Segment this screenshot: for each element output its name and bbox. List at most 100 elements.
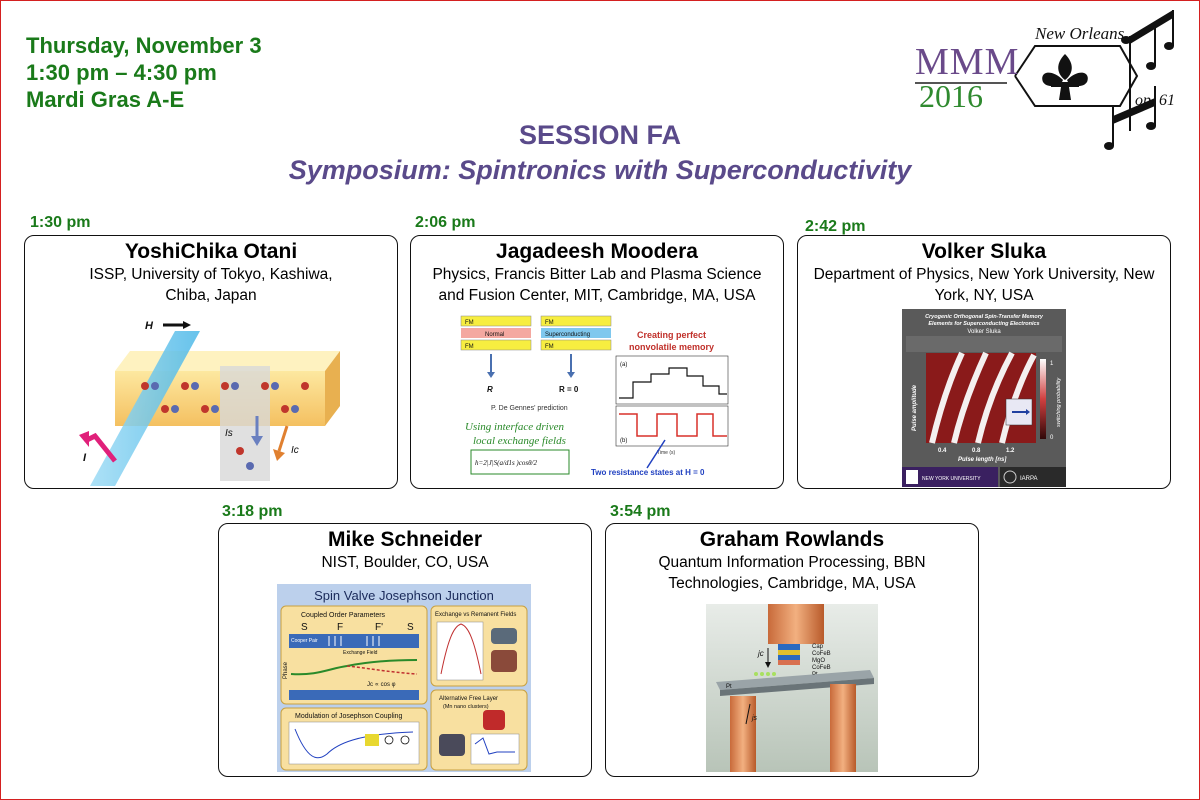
svg-text:Pt: Pt xyxy=(726,684,732,690)
r-zero-label: R = 0 xyxy=(559,385,579,394)
mmm-logo: MMM 2016 New Orleans op. 61 xyxy=(905,6,1195,156)
svg-text:Elements for Superconducting E: Elements for Superconducting Electronics xyxy=(928,321,1039,327)
svg-text:Exchange Field: Exchange Field xyxy=(343,650,378,656)
creating-text-2: nonvolatile memory xyxy=(629,342,714,352)
nyu-logo xyxy=(902,467,998,487)
speaker-affiliation: Quantum Information Processing, BBN Tech… xyxy=(658,554,926,592)
svg-text:FM: FM xyxy=(465,344,474,350)
talk-time-rowlands: 3:54 pm xyxy=(610,503,671,520)
plot-a-line xyxy=(619,367,727,399)
svg-text:Phase: Phase xyxy=(283,661,289,679)
plot-b-line xyxy=(619,413,727,437)
svg-text:Superconducting: Superconducting xyxy=(545,332,590,338)
svg-text:FM: FM xyxy=(545,320,554,326)
logo-city: New Orleans xyxy=(1035,24,1125,43)
superconductor-bar xyxy=(90,331,200,486)
svg-text:CoFeB: CoFeB xyxy=(812,651,831,657)
session-date: Thursday, November 3 xyxy=(26,33,262,58)
speaker-affiliation: Department of Physics, New York Universi… xyxy=(813,266,1155,304)
label-ic: Ic xyxy=(291,445,299,456)
sluka-figure: Cryogenic Orthogonal Spin-Transfer Memor… xyxy=(902,309,1066,487)
talk-card-rowlands: Graham Rowlands Quantum Information Proc… xyxy=(605,523,979,777)
talk-card-moodera: Jagadeesh Moodera Physics, Francis Bitte… xyxy=(410,235,784,489)
svg-text:jc: jc xyxy=(757,649,764,658)
session-title: SESSION FA xyxy=(518,120,682,150)
svg-text:FM: FM xyxy=(465,320,474,326)
svg-text:Time (s): Time (s) xyxy=(657,450,675,456)
session-info: Thursday, November 3 1:30 pm – 4:30 pm M… xyxy=(26,32,262,113)
creating-text-1: Creating perfect xyxy=(637,330,706,340)
speaker-name: Mike Schneider xyxy=(327,528,483,551)
talk-card-schneider: Mike Schneider NIST, Boulder, CO, USA Sp… xyxy=(218,523,592,777)
session-room: Mardi Gras A-E xyxy=(26,87,185,112)
speaker-name: Volker Sluka xyxy=(921,240,1047,263)
logo-divider xyxy=(915,82,1007,84)
svg-text:MgO: MgO xyxy=(812,658,825,664)
interface-text-2: local exchange fields xyxy=(473,435,566,447)
two-states-text: Two resistance states at H = 0 xyxy=(591,468,705,477)
speaker-affiliation: ISSP, University of Tokyo, Kashiwa, Chib… xyxy=(89,266,333,304)
plot-a-frame xyxy=(615,355,729,405)
speaker-name: YoshiChika Otani xyxy=(124,240,298,263)
talk-time-otani: 1:30 pm xyxy=(30,214,91,231)
svg-text:Jc ∝ cos φ: Jc ∝ cos φ xyxy=(367,682,396,688)
talk-card-otani: YoshiChika Otani ISSP, University of Tok… xyxy=(24,235,398,489)
svjj-title: Spin Valve Josephson Junction xyxy=(314,588,494,603)
schneider-figure: Spin Valve Josephson Junction Coupled Or… xyxy=(277,584,531,772)
logo-acronym: MMM xyxy=(915,41,1020,83)
svg-text:F': F' xyxy=(375,622,383,633)
svg-text:1: 1 xyxy=(1050,361,1054,367)
svg-text:0.4: 0.4 xyxy=(938,448,947,454)
talk-time-schneider: 3:18 pm xyxy=(222,503,283,520)
logo-opus: op. 61 xyxy=(1135,92,1175,109)
degennes-label: P. De Gennes' prediction xyxy=(491,405,568,412)
svg-text:CoFeB: CoFeB xyxy=(812,665,831,671)
svg-text:S: S xyxy=(301,622,308,633)
svg-text:Cooper Pair: Cooper Pair xyxy=(291,638,318,644)
svg-text:js: js xyxy=(751,715,758,722)
svg-text:(a): (a) xyxy=(620,362,627,368)
svg-text:S: S xyxy=(407,622,414,633)
label-i: I xyxy=(83,452,87,464)
talk-time-sluka: 2:42 pm xyxy=(805,218,866,235)
rowlands-figure: Cap CoFeB MgO CoFeB Pt jc Pt js xyxy=(706,604,878,772)
pt-strip xyxy=(716,670,874,690)
colorbar xyxy=(1040,359,1046,439)
logo-year: 2016 xyxy=(919,78,983,114)
svg-text:Pulse length [ns]: Pulse length [ns] xyxy=(958,457,1007,463)
speaker-name: Graham Rowlands xyxy=(699,528,885,551)
svg-text:(Mn nano clusters): (Mn nano clusters) xyxy=(443,704,489,710)
otani-figure: H I Is Ic xyxy=(79,320,340,486)
svg-text:Pulse amplitude: Pulse amplitude xyxy=(912,384,918,431)
iarpa-logo xyxy=(1000,467,1066,487)
svg-text:Coupled Order Parameters: Coupled Order Parameters xyxy=(301,612,386,619)
svg-text:Cryogenic Orthogonal Spin-Tran: Cryogenic Orthogonal Spin-Transfer Memor… xyxy=(925,314,1044,320)
fleur-de-lis-icon xyxy=(1042,54,1088,100)
svg-text:Exchange vs Remanent Fields: Exchange vs Remanent Fields xyxy=(435,612,516,618)
svg-text:FM: FM xyxy=(545,344,554,350)
svg-text:Alternative Free Layer: Alternative Free Layer xyxy=(439,696,498,702)
top-electrode xyxy=(768,604,824,644)
svg-text:1.2: 1.2 xyxy=(1006,448,1015,454)
svg-text:0.8: 0.8 xyxy=(972,448,981,454)
moodera-figure: FM Normal FM FM Superconducting FM R R =… xyxy=(460,315,729,477)
right-electrode xyxy=(830,684,856,772)
session-subtitle: Symposium: Spintronics with Superconduct… xyxy=(288,155,912,185)
svg-text:Modulation of Josephson Coupli: Modulation of Josephson Coupling xyxy=(295,713,403,720)
svg-text:IARPA: IARPA xyxy=(1020,476,1038,482)
session-time: 1:30 pm – 4:30 pm xyxy=(26,60,217,85)
logo-graphic xyxy=(1014,10,1174,150)
speaker-affiliation: NIST, Boulder, CO, USA xyxy=(321,554,489,571)
svg-text:Cap: Cap xyxy=(812,644,824,650)
speaker-name: Jagadeesh Moodera xyxy=(496,240,698,263)
label-h: H xyxy=(145,320,154,332)
svg-text:NEW YORK UNIVERSITY: NEW YORK UNIVERSITY xyxy=(922,476,981,482)
svg-text:Normal: Normal xyxy=(485,332,504,338)
plot-b-frame xyxy=(615,405,729,447)
left-electrode xyxy=(730,696,756,772)
formula: h=2|J|S(a/d1s )cosθ/2 xyxy=(475,459,537,467)
r-label: R xyxy=(487,385,493,394)
svg-text:switching probability: switching probability xyxy=(1056,377,1062,427)
svg-text:Volker Sluka: Volker Sluka xyxy=(967,329,1001,335)
speaker-affiliation: Physics, Francis Bitter Lab and Plasma S… xyxy=(432,266,762,304)
